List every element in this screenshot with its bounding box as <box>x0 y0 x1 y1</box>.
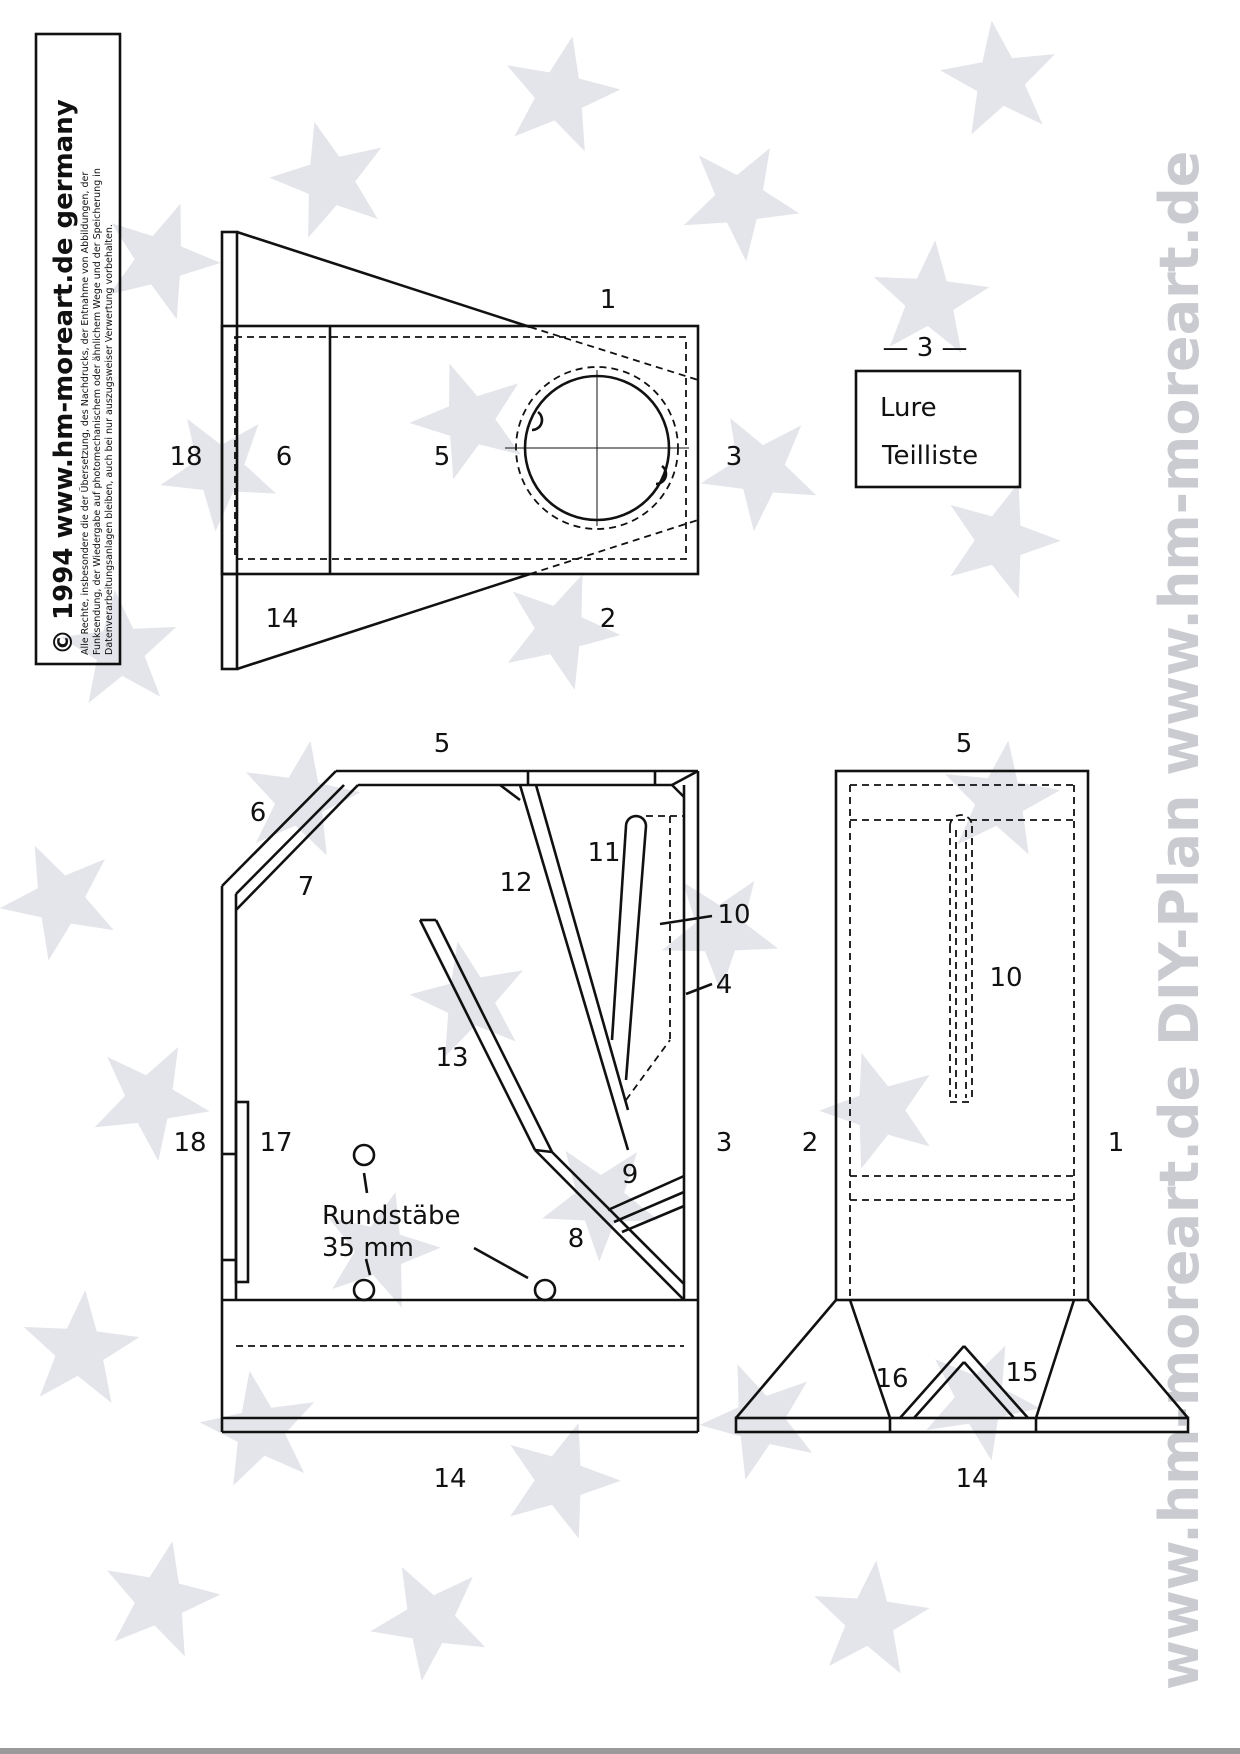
sheet-label-frame <box>854 369 1022 489</box>
side-label-12: 12 <box>499 868 532 898</box>
side-label-7: 7 <box>298 872 315 902</box>
front-label-15: 15 <box>1005 1358 1038 1388</box>
top-label-1: 1 <box>600 285 617 315</box>
copyright-block: © 1994 www.hm-moreart.de germany Alle Re… <box>34 32 122 666</box>
side-view: 5 6 7 12 11 10 4 13 18 17 3 9 8 14 Runds… <box>173 729 750 1494</box>
background-star-pattern <box>0 12 1074 1692</box>
copyright-notice-line1: Alle Rechte, insbesondere die der Überse… <box>80 172 91 655</box>
side-label-13: 13 <box>435 1043 468 1073</box>
side-label-8: 8 <box>568 1224 585 1254</box>
sheet-number: — 3 — <box>882 333 967 363</box>
copyright-notice-line3: Datenverarbeitungsanlagen bleiben, auch … <box>104 224 115 655</box>
top-label-18: 18 <box>169 442 202 472</box>
side-label-9: 9 <box>622 1160 639 1190</box>
round-rods-label: Rundstäbe <box>322 1201 461 1231</box>
side-label-17: 17 <box>259 1128 292 1158</box>
watermark-text: www.hm-moreart.de DIY-Plan www.hm-morear… <box>1148 151 1211 1690</box>
watermark: www.hm-moreart.de DIY-Plan www.hm-morear… <box>1148 151 1211 1690</box>
top-label-14: 14 <box>265 604 298 634</box>
side-label-3: 3 <box>716 1128 733 1158</box>
sheet-label: — 3 — Lure Teilliste <box>854 333 1022 489</box>
front-label-2: 2 <box>802 1128 819 1158</box>
side-label-18: 18 <box>173 1128 206 1158</box>
side-label-10: 10 <box>717 900 750 930</box>
front-view: 5 10 2 1 16 15 14 <box>734 729 1190 1494</box>
side-label-14: 14 <box>433 1464 466 1494</box>
side-label-5: 5 <box>434 729 451 759</box>
side-label-11: 11 <box>587 838 620 868</box>
side-label-6: 6 <box>250 798 267 828</box>
front-label-10: 10 <box>989 963 1022 993</box>
top-label-2: 2 <box>600 604 617 634</box>
top-label-6: 6 <box>276 442 293 472</box>
page-bottom-edge <box>0 1748 1240 1754</box>
front-label-1: 1 <box>1108 1128 1125 1158</box>
sheet-label-lure: Lure <box>880 393 937 423</box>
side-label-4: 4 <box>716 970 733 1000</box>
front-label-16: 16 <box>875 1364 908 1394</box>
top-label-5: 5 <box>434 442 451 472</box>
copyright-title: © 1994 www.hm-moreart.de germany <box>49 99 79 655</box>
copyright-notice-line2: Funksendung, der Wiedergabe auf photomec… <box>92 168 103 655</box>
front-label-5: 5 <box>956 729 973 759</box>
round-rods-size: 35 mm <box>322 1233 414 1263</box>
copyright-frame <box>34 32 122 666</box>
front-label-14: 14 <box>955 1464 988 1494</box>
top-view: 1 18 6 5 3 14 2 <box>169 230 743 671</box>
top-label-3: 3 <box>726 442 743 472</box>
sheet-label-teilliste: Teilliste <box>881 441 978 471</box>
